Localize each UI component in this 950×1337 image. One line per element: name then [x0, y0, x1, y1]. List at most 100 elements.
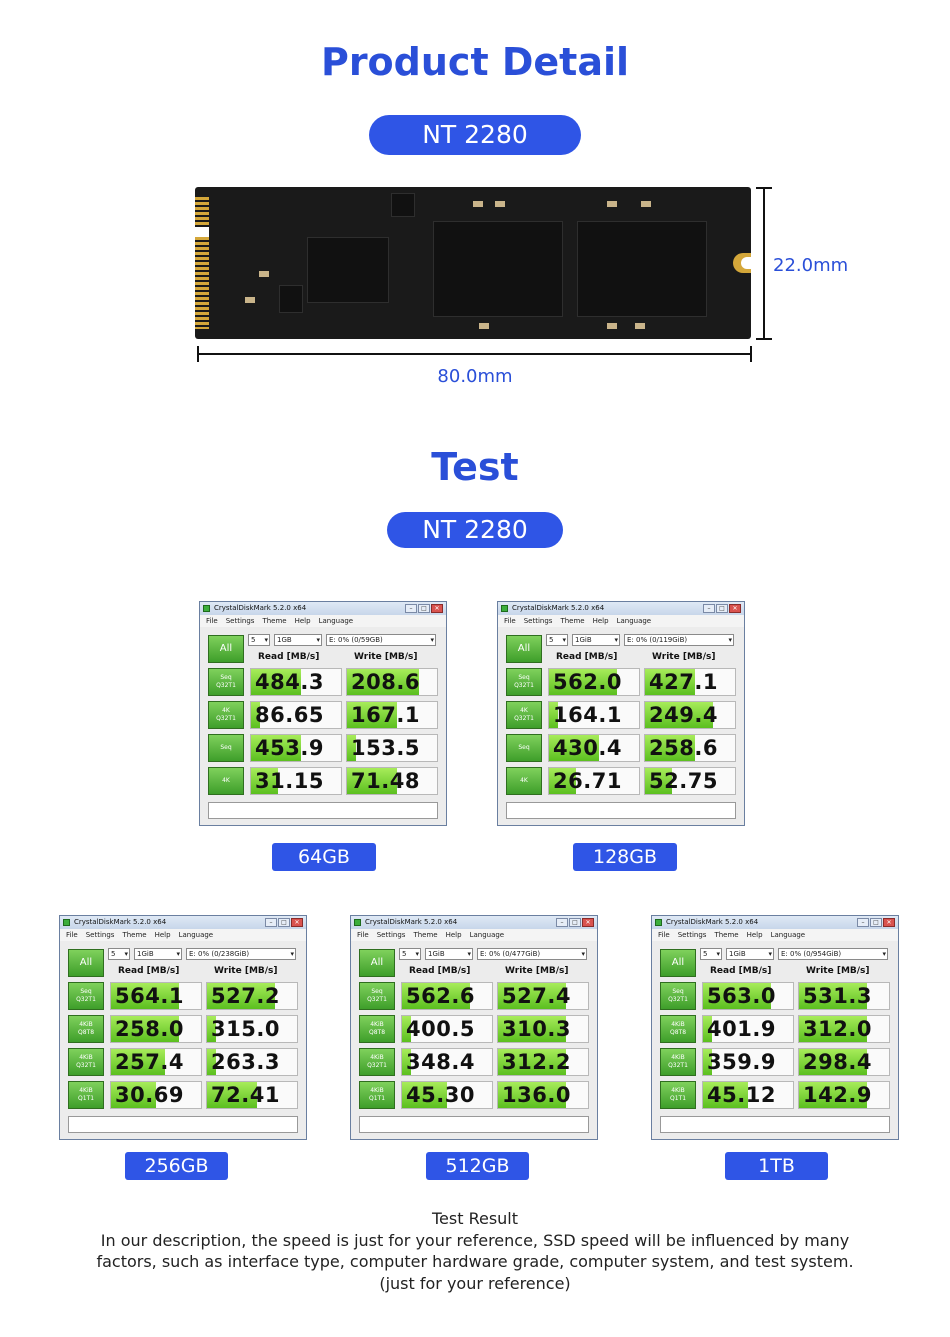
test-button[interactable]: 4K Q32T1 — [506, 701, 542, 729]
comment-box[interactable] — [208, 802, 438, 819]
comment-box[interactable] — [359, 1116, 589, 1133]
menu-item[interactable]: Help — [746, 931, 763, 939]
test-button[interactable]: 4K — [208, 767, 244, 795]
menu-item[interactable]: Language — [178, 931, 214, 939]
drive-select[interactable]: E: 0% (0/477GiB) — [477, 948, 587, 960]
close-button[interactable]: ✕ — [582, 918, 594, 927]
close-button[interactable]: ✕ — [291, 918, 303, 927]
write-header: Write [MB/s] — [652, 652, 716, 662]
close-button[interactable]: ✕ — [729, 604, 741, 613]
comment-box[interactable] — [68, 1116, 298, 1133]
close-button[interactable]: ✕ — [431, 604, 443, 613]
menu-item[interactable]: Help — [445, 931, 462, 939]
test-button[interactable]: 4KiB Q32T1 — [68, 1048, 104, 1076]
menu-item[interactable]: Theme — [262, 617, 287, 625]
test-button[interactable]: 4KiB Q32T1 — [660, 1048, 696, 1076]
height-dimension-line — [763, 187, 765, 340]
minimize-button[interactable]: – — [405, 604, 417, 613]
size-select[interactable]: 1GiB — [425, 948, 473, 960]
size-select[interactable]: 1GiB — [726, 948, 774, 960]
menu-item[interactable]: Language — [469, 931, 505, 939]
menu-item[interactable]: Language — [770, 931, 806, 939]
menu-item[interactable]: Help — [154, 931, 171, 939]
menu-item[interactable]: Language — [616, 617, 652, 625]
test-button[interactable]: 4KiB Q1T1 — [68, 1081, 104, 1109]
comment-box[interactable] — [660, 1116, 890, 1133]
close-button[interactable]: ✕ — [883, 918, 895, 927]
test-button[interactable]: 4K Q32T1 — [208, 701, 244, 729]
menu-item[interactable]: Settings — [376, 931, 406, 939]
all-button[interactable]: All — [660, 949, 696, 977]
test-button[interactable]: Seq — [506, 734, 542, 762]
test-button[interactable]: 4KiB Q8T8 — [660, 1015, 696, 1043]
test-button[interactable]: Seq Q32T1 — [660, 982, 696, 1010]
drive-select[interactable]: E: 0% (0/238GiB) — [186, 948, 296, 960]
maximize-button[interactable]: □ — [569, 918, 581, 927]
count-select[interactable]: 5 — [399, 948, 421, 960]
count-select[interactable]: 5 — [546, 634, 568, 646]
test-button[interactable]: Seq Q32T1 — [68, 982, 104, 1010]
write-bar — [645, 735, 695, 761]
menu-item[interactable]: Theme — [413, 931, 438, 939]
maximize-button[interactable]: □ — [716, 604, 728, 613]
all-button[interactable]: All — [506, 635, 542, 663]
menu-item[interactable]: File — [66, 931, 78, 939]
write-value: 531.3 — [798, 982, 890, 1010]
size-select[interactable]: 1GiB — [134, 948, 182, 960]
read-value: 484.3 — [250, 668, 342, 696]
size-select[interactable]: 1GB — [274, 634, 322, 646]
menu-item[interactable]: Help — [592, 617, 609, 625]
read-bar — [703, 1082, 748, 1108]
test-button[interactable]: Seq Q32T1 — [506, 668, 542, 696]
menu-item[interactable]: Settings — [85, 931, 115, 939]
write-value: 249.4 — [644, 701, 736, 729]
test-button[interactable]: 4KiB Q1T1 — [359, 1081, 395, 1109]
drive-select[interactable]: E: 0% (0/59GB) — [326, 634, 436, 646]
menu-item[interactable]: Theme — [560, 617, 585, 625]
all-button[interactable]: All — [359, 949, 395, 977]
window-titlebar: CrystalDiskMark 5.2.0 x64 –□✕ — [652, 916, 898, 929]
menu-item[interactable]: File — [206, 617, 218, 625]
test-button[interactable]: 4KiB Q32T1 — [359, 1048, 395, 1076]
read-value: 30.69 — [110, 1081, 202, 1109]
maximize-button[interactable]: □ — [418, 604, 430, 613]
count-select[interactable]: 5 — [700, 948, 722, 960]
size-select[interactable]: 1GiB — [572, 634, 620, 646]
count-select[interactable]: 5 — [108, 948, 130, 960]
minimize-button[interactable]: – — [703, 604, 715, 613]
all-button[interactable]: All — [68, 949, 104, 977]
capacity-label: 256GB — [125, 1152, 228, 1180]
menu-item[interactable]: Theme — [714, 931, 739, 939]
menu-item[interactable]: Settings — [225, 617, 255, 625]
maximize-button[interactable]: □ — [278, 918, 290, 927]
menu-item[interactable]: File — [357, 931, 369, 939]
minimize-button[interactable]: – — [857, 918, 869, 927]
count-select[interactable]: 5 — [248, 634, 270, 646]
test-button[interactable]: Seq Q32T1 — [359, 982, 395, 1010]
test-button[interactable]: Seq — [208, 734, 244, 762]
test-button[interactable]: 4KiB Q8T8 — [359, 1015, 395, 1043]
maximize-button[interactable]: □ — [870, 918, 882, 927]
menu-item[interactable]: Help — [294, 617, 311, 625]
drive-select[interactable]: E: 0% (0/954GiB) — [778, 948, 888, 960]
menu-item[interactable]: File — [658, 931, 670, 939]
test-button[interactable]: 4KiB Q1T1 — [660, 1081, 696, 1109]
menu-item[interactable]: Language — [318, 617, 354, 625]
menu-item[interactable]: Theme — [122, 931, 147, 939]
menu-item[interactable]: Settings — [523, 617, 553, 625]
minimize-button[interactable]: – — [265, 918, 277, 927]
menu-item[interactable]: Settings — [677, 931, 707, 939]
test-button[interactable]: 4K — [506, 767, 542, 795]
test-button[interactable]: Seq Q32T1 — [208, 668, 244, 696]
test-button[interactable]: 4KiB Q8T8 — [68, 1015, 104, 1043]
all-button[interactable]: All — [208, 635, 244, 663]
menu-item[interactable]: File — [504, 617, 516, 625]
write-value: 136.0 — [497, 1081, 589, 1109]
comment-box[interactable] — [506, 802, 736, 819]
test-model-pill: NT 2280 — [387, 512, 563, 548]
menu-bar: File Settings Theme Help Language — [498, 615, 744, 627]
drive-select[interactable]: E: 0% (0/119GiB) — [624, 634, 734, 646]
read-bar — [549, 702, 558, 728]
minimize-button[interactable]: – — [556, 918, 568, 927]
capacity-label: 128GB — [573, 843, 677, 871]
